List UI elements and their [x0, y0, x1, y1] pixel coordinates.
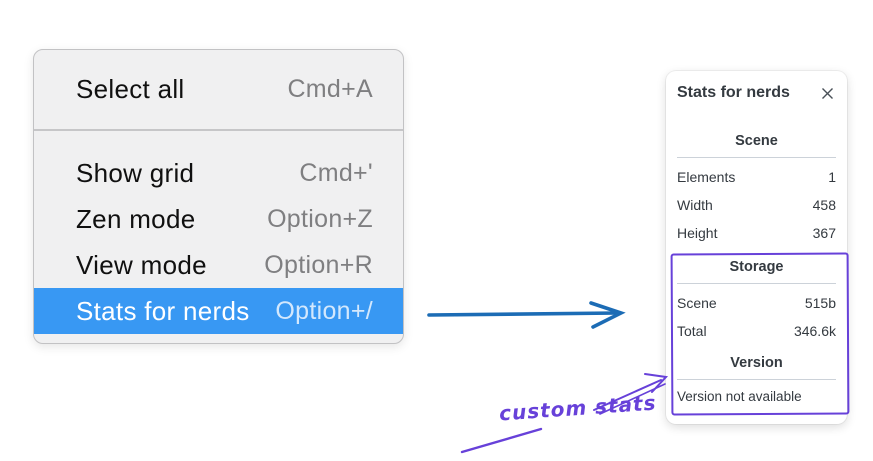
annotation-underline-stroke	[460, 427, 543, 454]
menu-item-label: Show grid	[76, 157, 195, 188]
stats-panel: Stats for nerds Scene Elements 1 Width 4…	[666, 71, 847, 424]
section-heading-storage: Storage	[729, 259, 784, 275]
menu-item-zen-mode[interactable]: Zen mode Option+Z	[34, 196, 403, 242]
menu-item-shortcut: Option+/	[275, 296, 373, 325]
menu-item-label: Stats for nerds	[76, 295, 250, 326]
menu-item-shortcut: Option+Z	[267, 204, 373, 233]
menu-item-label: View mode	[76, 249, 207, 280]
stats-panel-header: Stats for nerds	[677, 83, 836, 103]
stat-value: 346.6k	[793, 323, 836, 339]
scene-rows: Elements 1 Width 458 Height 367	[677, 163, 836, 247]
menu-separator	[34, 129, 403, 131]
menu-item-select-all[interactable]: Select all Cmd+A	[34, 66, 403, 112]
stat-row-scene-size: Scene 515b	[677, 289, 836, 317]
storage-rows: Scene 515b Total 346.6k	[677, 289, 836, 345]
pointer-arrow	[427, 301, 626, 329]
stat-label: Scene	[677, 295, 717, 311]
stat-label: Total	[677, 323, 707, 339]
stat-row-total-size: Total 346.6k	[677, 317, 836, 345]
stat-label: Elements	[677, 169, 736, 185]
menu-item-label: Select all	[76, 73, 185, 104]
stat-row-elements: Elements 1	[677, 163, 836, 191]
menu-item-view-mode[interactable]: View mode Option+R	[34, 242, 403, 288]
stat-value: 515b	[804, 295, 836, 311]
stat-value: 458	[812, 197, 836, 213]
menu-item-shortcut: Cmd+A	[287, 74, 373, 103]
menu-item-shortcut: Option+R	[264, 250, 373, 279]
stat-value: 1	[828, 169, 836, 185]
menu-item-label: Zen mode	[76, 203, 196, 234]
section-heading-scene: Scene	[735, 133, 778, 149]
annotation-text: custom stats	[498, 390, 658, 426]
version-note: Version not available	[677, 389, 802, 404]
close-button[interactable]	[818, 84, 836, 102]
menu-item-show-grid[interactable]: Show grid Cmd+'	[34, 150, 403, 196]
section-divider	[677, 157, 836, 158]
close-icon	[821, 87, 833, 99]
stat-row-height: Height 367	[677, 219, 836, 247]
stat-label: Height	[677, 225, 718, 241]
menu-item-stats-for-nerds[interactable]: Stats for nerds Option+/	[34, 288, 403, 334]
stat-label: Width	[677, 197, 713, 213]
stat-row-width: Width 458	[677, 191, 836, 219]
section-heading-version: Version	[730, 355, 783, 371]
menu-item-shortcut: Cmd+'	[299, 158, 373, 187]
section-divider	[677, 379, 836, 380]
stat-value: 367	[812, 225, 836, 241]
stats-panel-title: Stats for nerds	[677, 84, 790, 101]
section-divider	[677, 283, 836, 284]
context-menu: Select all Cmd+A Show grid Cmd+' Zen mod…	[33, 49, 404, 344]
